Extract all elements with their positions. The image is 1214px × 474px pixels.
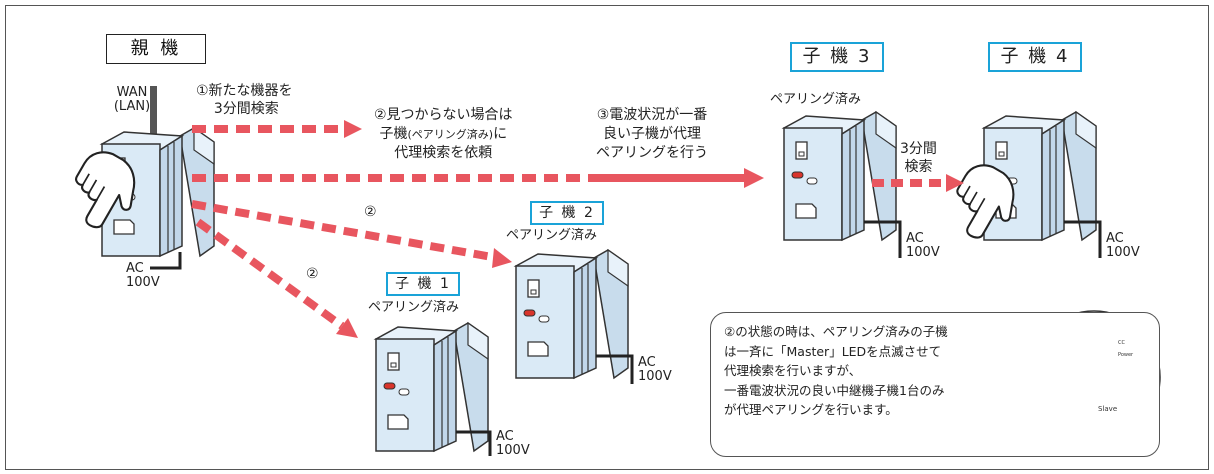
- step2-line2-b: (ペアリング済み): [407, 128, 494, 141]
- child4-device: [983, 111, 1102, 258]
- child1-pairing-label: ペアリング済み: [368, 300, 460, 315]
- child4-label-box: 子 機 4: [988, 42, 1082, 72]
- parent-device: [101, 86, 215, 270]
- marker-2-upper: ②: [364, 204, 377, 220]
- step1-line1: ①新たな機器を: [196, 83, 293, 99]
- wan-line2: (LAN): [113, 99, 151, 114]
- marker-2-lower: ②: [306, 266, 319, 282]
- wan-label: WAN(LAN): [102, 86, 162, 114]
- child2-device: [515, 249, 634, 384]
- note-line2: は一斉に「Master」LEDを点滅させて: [724, 343, 942, 359]
- child4-label: 子 機 4: [1000, 46, 1070, 67]
- search-line1: 3分間: [900, 141, 937, 157]
- child2-label: 子 機 2: [539, 205, 595, 221]
- child2-ac-line2: 100V: [638, 369, 672, 384]
- child1-ac-line2: 100V: [496, 443, 530, 458]
- note-text: ②の状態の時は、ペアリング済みの子機は一斉に「Master」LEDを点滅させて代…: [724, 322, 948, 420]
- arrow-step1: [192, 120, 362, 138]
- child3-label: 子 機 3: [802, 46, 872, 67]
- child1-label: 子 機 1: [395, 276, 451, 292]
- step2-line2-a: 子機: [379, 126, 408, 142]
- step1-line2: 3分間検索: [213, 101, 279, 117]
- note-line3: 代理検索を行いますが、: [724, 363, 862, 378]
- child3-pairing-label: ペアリング済み: [770, 92, 862, 107]
- child4-ac-line2: 100V: [1106, 245, 1140, 260]
- parent-label-box: 親 機: [106, 34, 206, 64]
- arrow-search: [872, 174, 964, 192]
- child3-ac-line2: 100V: [906, 245, 940, 260]
- step2-line1: ②見つからない場合は: [374, 107, 513, 123]
- note-line1: ②の状態の時は、ペアリング済みの子機: [724, 324, 948, 339]
- note-callout: [710, 312, 1160, 457]
- child2-ac-line1: AC: [638, 355, 656, 370]
- note-line5: が代理ペアリングを行います。: [724, 402, 898, 417]
- search-text: 3分間検索: [900, 140, 937, 176]
- parent-label: 親 機: [130, 38, 182, 59]
- parent-ac-line2: 100V: [126, 275, 160, 290]
- step2-line2-c: に: [493, 126, 508, 142]
- parent-ac-line1: AC: [126, 261, 144, 276]
- step2-line3: 代理検索を依頼: [394, 145, 493, 161]
- child1-label-box: 子 機 1: [386, 272, 460, 296]
- arrow-to-child1: [195, 218, 358, 338]
- child1-device: [375, 322, 492, 456]
- zoom-led1-label: CC: [1118, 340, 1125, 346]
- wan-line1: WAN: [116, 85, 148, 100]
- arrow-step3: [192, 168, 764, 188]
- step2-text: ②見つからない場合は子機(ペアリング済み)に代理検索を依頼: [374, 106, 513, 163]
- zoom-master-label: Master: [1050, 386, 1074, 394]
- step3-text: ③電波状況が一番良い子機が代理ペアリングを行う: [596, 106, 708, 163]
- child3-device: [783, 111, 902, 258]
- child3-ac-line1: AC: [906, 231, 924, 246]
- zoom-slave-label: Slave: [1098, 405, 1118, 413]
- arrow-to-child2: [191, 200, 512, 268]
- note-line4: 一番電波状況の良い中継機子機1台のみ: [724, 382, 945, 398]
- child4-ac-line1: AC: [1106, 231, 1124, 246]
- child2-label-box: 子 機 2: [530, 201, 604, 225]
- step3-line3: ペアリングを行う: [596, 145, 708, 161]
- step3-line1: ③電波状況が一番: [596, 107, 708, 123]
- zoom-led2-label: Power: [1118, 352, 1134, 358]
- step1-text: ①新たな機器を 3分間検索: [196, 82, 293, 118]
- step3-line2: 良い子機が代理: [603, 126, 701, 142]
- child3-label-box: 子 機 3: [790, 42, 884, 72]
- search-line2: 検索: [904, 159, 933, 175]
- child1-ac-line1: AC: [496, 429, 514, 444]
- child2-pairing-label: ペアリング済み: [506, 228, 598, 243]
